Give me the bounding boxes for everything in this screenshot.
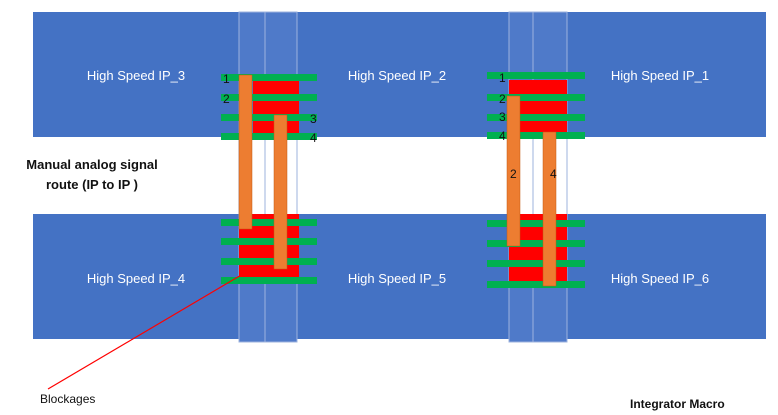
blockages-note: Blockages (40, 392, 96, 406)
pin-bar (221, 133, 317, 140)
ip-label-1: High Speed IP_1 (611, 68, 709, 83)
pin-number: 3 (499, 110, 506, 124)
ip-label-2: High Speed IP_2 (348, 68, 446, 83)
ip-block-4 (33, 214, 239, 339)
pin-bar (221, 74, 317, 81)
pin-bar (221, 94, 317, 101)
pin-number: 1 (499, 71, 506, 85)
ip-block-2 (297, 12, 509, 137)
pin-number: 4 (499, 129, 506, 143)
ip-label-5: High Speed IP_5 (348, 271, 446, 286)
pin-bar (487, 72, 585, 79)
pin-bar (221, 258, 317, 265)
pin-bar (487, 220, 585, 227)
route-left-1 (238, 74, 253, 230)
ip-block-6 (567, 214, 766, 339)
integrator-macro-label: Integrator Macro (630, 397, 725, 411)
pin-number: 2 (223, 92, 230, 106)
route-number: 4 (550, 167, 557, 181)
pin-bar (487, 240, 585, 247)
pin-bar (221, 114, 317, 121)
ip-block-5 (297, 214, 509, 339)
pin-bar (221, 219, 317, 226)
route-left-3 (273, 114, 288, 270)
blockage-pointer (47, 270, 249, 390)
arrow-head-icon (243, 269, 252, 276)
ip-label-6: High Speed IP_6 (611, 271, 709, 286)
pin-bar (221, 277, 317, 284)
pin-bar (487, 281, 585, 288)
pin-bar (487, 132, 585, 139)
pin-bar (221, 238, 317, 245)
pin-number: 1 (223, 72, 230, 86)
route-number: 2 (510, 167, 517, 181)
ip-label-4: High Speed IP_4 (87, 271, 185, 286)
pin-number: 3 (310, 112, 317, 126)
manual-route-note: Manual analog signal route (IP to IP ) (26, 157, 158, 192)
pin-bar (487, 260, 585, 267)
route-right-4 (542, 131, 557, 287)
pin-bar (487, 114, 585, 121)
ip-block-1 (567, 12, 766, 137)
left-channel (238, 11, 298, 343)
pin-number: 4 (310, 131, 317, 145)
pin-bar (487, 94, 585, 101)
ip-label-3: High Speed IP_3 (87, 68, 185, 83)
route-right-2 (506, 95, 521, 247)
ip-block-3 (33, 12, 239, 137)
pin-number: 2 (499, 92, 506, 106)
